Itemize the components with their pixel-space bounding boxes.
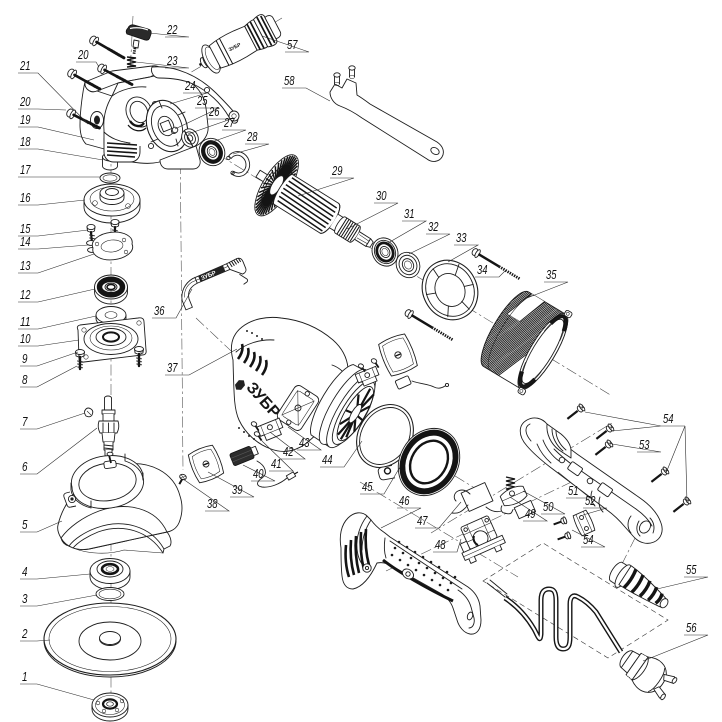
svg-text:42: 42	[283, 444, 294, 459]
svg-text:41: 41	[271, 456, 282, 471]
svg-text:53: 53	[639, 437, 650, 452]
svg-text:25: 25	[196, 93, 208, 108]
svg-text:20: 20	[77, 47, 89, 62]
svg-text:23: 23	[166, 53, 178, 68]
svg-text:7: 7	[22, 414, 28, 429]
svg-text:10: 10	[20, 331, 31, 346]
svg-text:45: 45	[362, 479, 373, 494]
svg-text:18: 18	[20, 134, 31, 149]
svg-text:1: 1	[22, 669, 28, 684]
svg-text:24: 24	[184, 78, 195, 93]
svg-text:29: 29	[331, 163, 342, 178]
svg-text:44: 44	[322, 452, 333, 467]
svg-text:32: 32	[428, 219, 439, 234]
svg-text:15: 15	[20, 221, 31, 236]
svg-text:22: 22	[166, 22, 178, 37]
svg-text:3: 3	[22, 591, 28, 606]
svg-text:30: 30	[376, 188, 387, 203]
svg-text:4: 4	[22, 564, 28, 579]
svg-text:12: 12	[20, 287, 31, 302]
svg-text:6: 6	[22, 459, 28, 474]
svg-text:35: 35	[546, 267, 557, 282]
svg-text:54: 54	[663, 411, 674, 426]
svg-text:36: 36	[154, 303, 165, 318]
svg-text:16: 16	[20, 190, 31, 205]
svg-text:48: 48	[435, 537, 446, 552]
svg-text:2: 2	[21, 626, 28, 641]
svg-text:9: 9	[22, 351, 28, 366]
svg-text:33: 33	[456, 230, 467, 245]
svg-text:47: 47	[417, 513, 428, 528]
svg-text:ЗУБР: ЗУБР	[200, 271, 217, 282]
svg-text:28: 28	[246, 129, 258, 144]
svg-text:56: 56	[686, 620, 697, 635]
svg-text:20: 20	[19, 94, 31, 109]
svg-text:46: 46	[399, 493, 410, 508]
svg-text:55: 55	[686, 562, 697, 577]
svg-text:27: 27	[223, 115, 235, 130]
svg-text:8: 8	[22, 372, 28, 387]
svg-text:14: 14	[20, 234, 31, 249]
svg-text:31: 31	[404, 206, 415, 221]
svg-text:17: 17	[20, 162, 31, 177]
svg-text:11: 11	[20, 314, 31, 329]
svg-text:ЗУБР: ЗУБР	[228, 42, 243, 54]
svg-text:21: 21	[19, 58, 30, 73]
svg-text:57: 57	[287, 37, 298, 52]
svg-text:40: 40	[253, 466, 264, 481]
svg-text:54: 54	[583, 532, 594, 547]
svg-text:52: 52	[585, 493, 596, 508]
svg-text:39: 39	[232, 482, 243, 497]
svg-text:5: 5	[22, 517, 28, 532]
svg-text:19: 19	[20, 112, 31, 127]
svg-text:49: 49	[525, 506, 536, 521]
svg-text:34: 34	[477, 262, 488, 277]
svg-text:58: 58	[284, 73, 295, 88]
svg-text:26: 26	[208, 104, 220, 119]
svg-text:50: 50	[543, 499, 554, 514]
svg-text:43: 43	[299, 435, 310, 450]
svg-text:51: 51	[568, 483, 579, 498]
svg-text:13: 13	[20, 258, 31, 273]
svg-text:38: 38	[207, 496, 218, 511]
svg-text:37: 37	[167, 360, 178, 375]
